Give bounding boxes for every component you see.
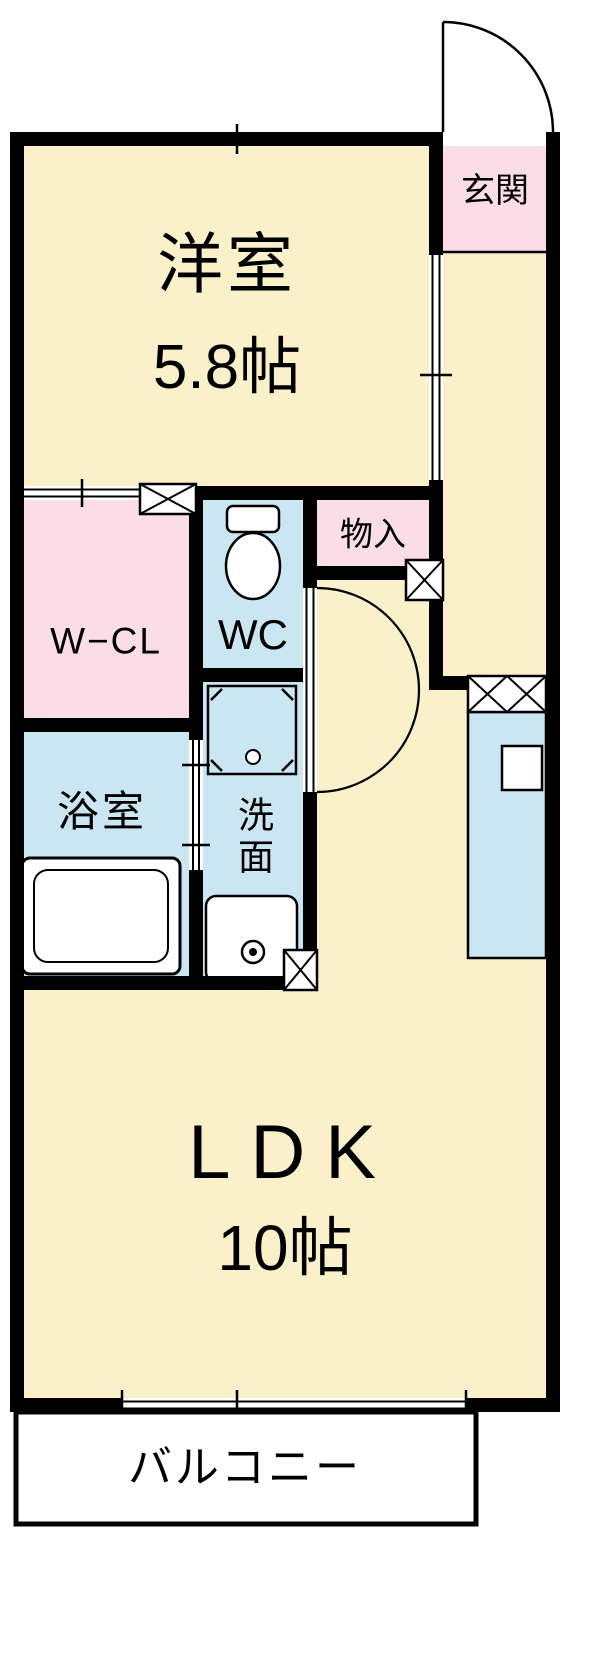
- genkan-label: 玄関: [461, 172, 529, 210]
- wall-right-column-upper: [303, 486, 317, 588]
- toilet-label: WC: [218, 611, 288, 658]
- western-room-label: 洋室: [157, 227, 297, 301]
- wall-kitchen-stub: [443, 676, 468, 690]
- brace-markers: [138, 482, 548, 992]
- toilet-bowl-icon: [224, 531, 282, 601]
- western-room-size: 5.8帖: [152, 333, 302, 402]
- wall-top: [10, 132, 443, 146]
- floor-areas: [24, 146, 546, 1398]
- wall-left: [10, 132, 24, 1412]
- wall-right: [546, 132, 560, 1412]
- door-arcs: [316, 20, 555, 794]
- wall-right-column-lower: [303, 792, 317, 950]
- toilet-tank-icon: [225, 504, 281, 534]
- ldk-size: 10帖: [217, 1212, 353, 1284]
- wall-closet-south: [10, 718, 203, 732]
- bathtub-inner-icon: [33, 869, 169, 963]
- brace-marker: [138, 482, 198, 516]
- brace-marker: [466, 674, 548, 714]
- balcony-outline: [13, 1409, 479, 1527]
- wall-bedroom-south: [196, 486, 443, 500]
- wall-left-column-upper: [189, 486, 203, 740]
- kitchen-counter: [466, 710, 548, 960]
- wall-wc-south: [189, 668, 317, 682]
- genkan-floor: [443, 146, 546, 252]
- bathroom-label: 浴室: [56, 788, 148, 835]
- wall-genkan-west: [429, 146, 443, 255]
- storage-floor: [317, 500, 429, 566]
- brace-marker: [282, 948, 319, 992]
- openings: [24, 124, 546, 1420]
- fixtures: [20, 504, 299, 984]
- wall-left-column-lower: [189, 870, 203, 990]
- hallway-door-arc: [316, 586, 421, 794]
- brace-marker: [404, 558, 445, 602]
- bathtub-icon: [20, 856, 182, 976]
- balcony-label: バルコニー: [127, 1443, 363, 1492]
- ldk-label: LDK: [188, 1110, 396, 1195]
- drain-icon: [245, 749, 261, 765]
- wall-wet-south: [10, 976, 317, 990]
- storage-label: 物入: [340, 515, 406, 553]
- washroom-label: 洗面: [233, 796, 274, 880]
- washing-machine-pan-icon: [206, 684, 298, 776]
- walk-in-closet-label: W−CL: [50, 620, 162, 662]
- kitchen-sink-icon: [500, 744, 544, 792]
- walk-in-closet-floor: [24, 500, 189, 718]
- entrance-door-arc: [442, 20, 555, 133]
